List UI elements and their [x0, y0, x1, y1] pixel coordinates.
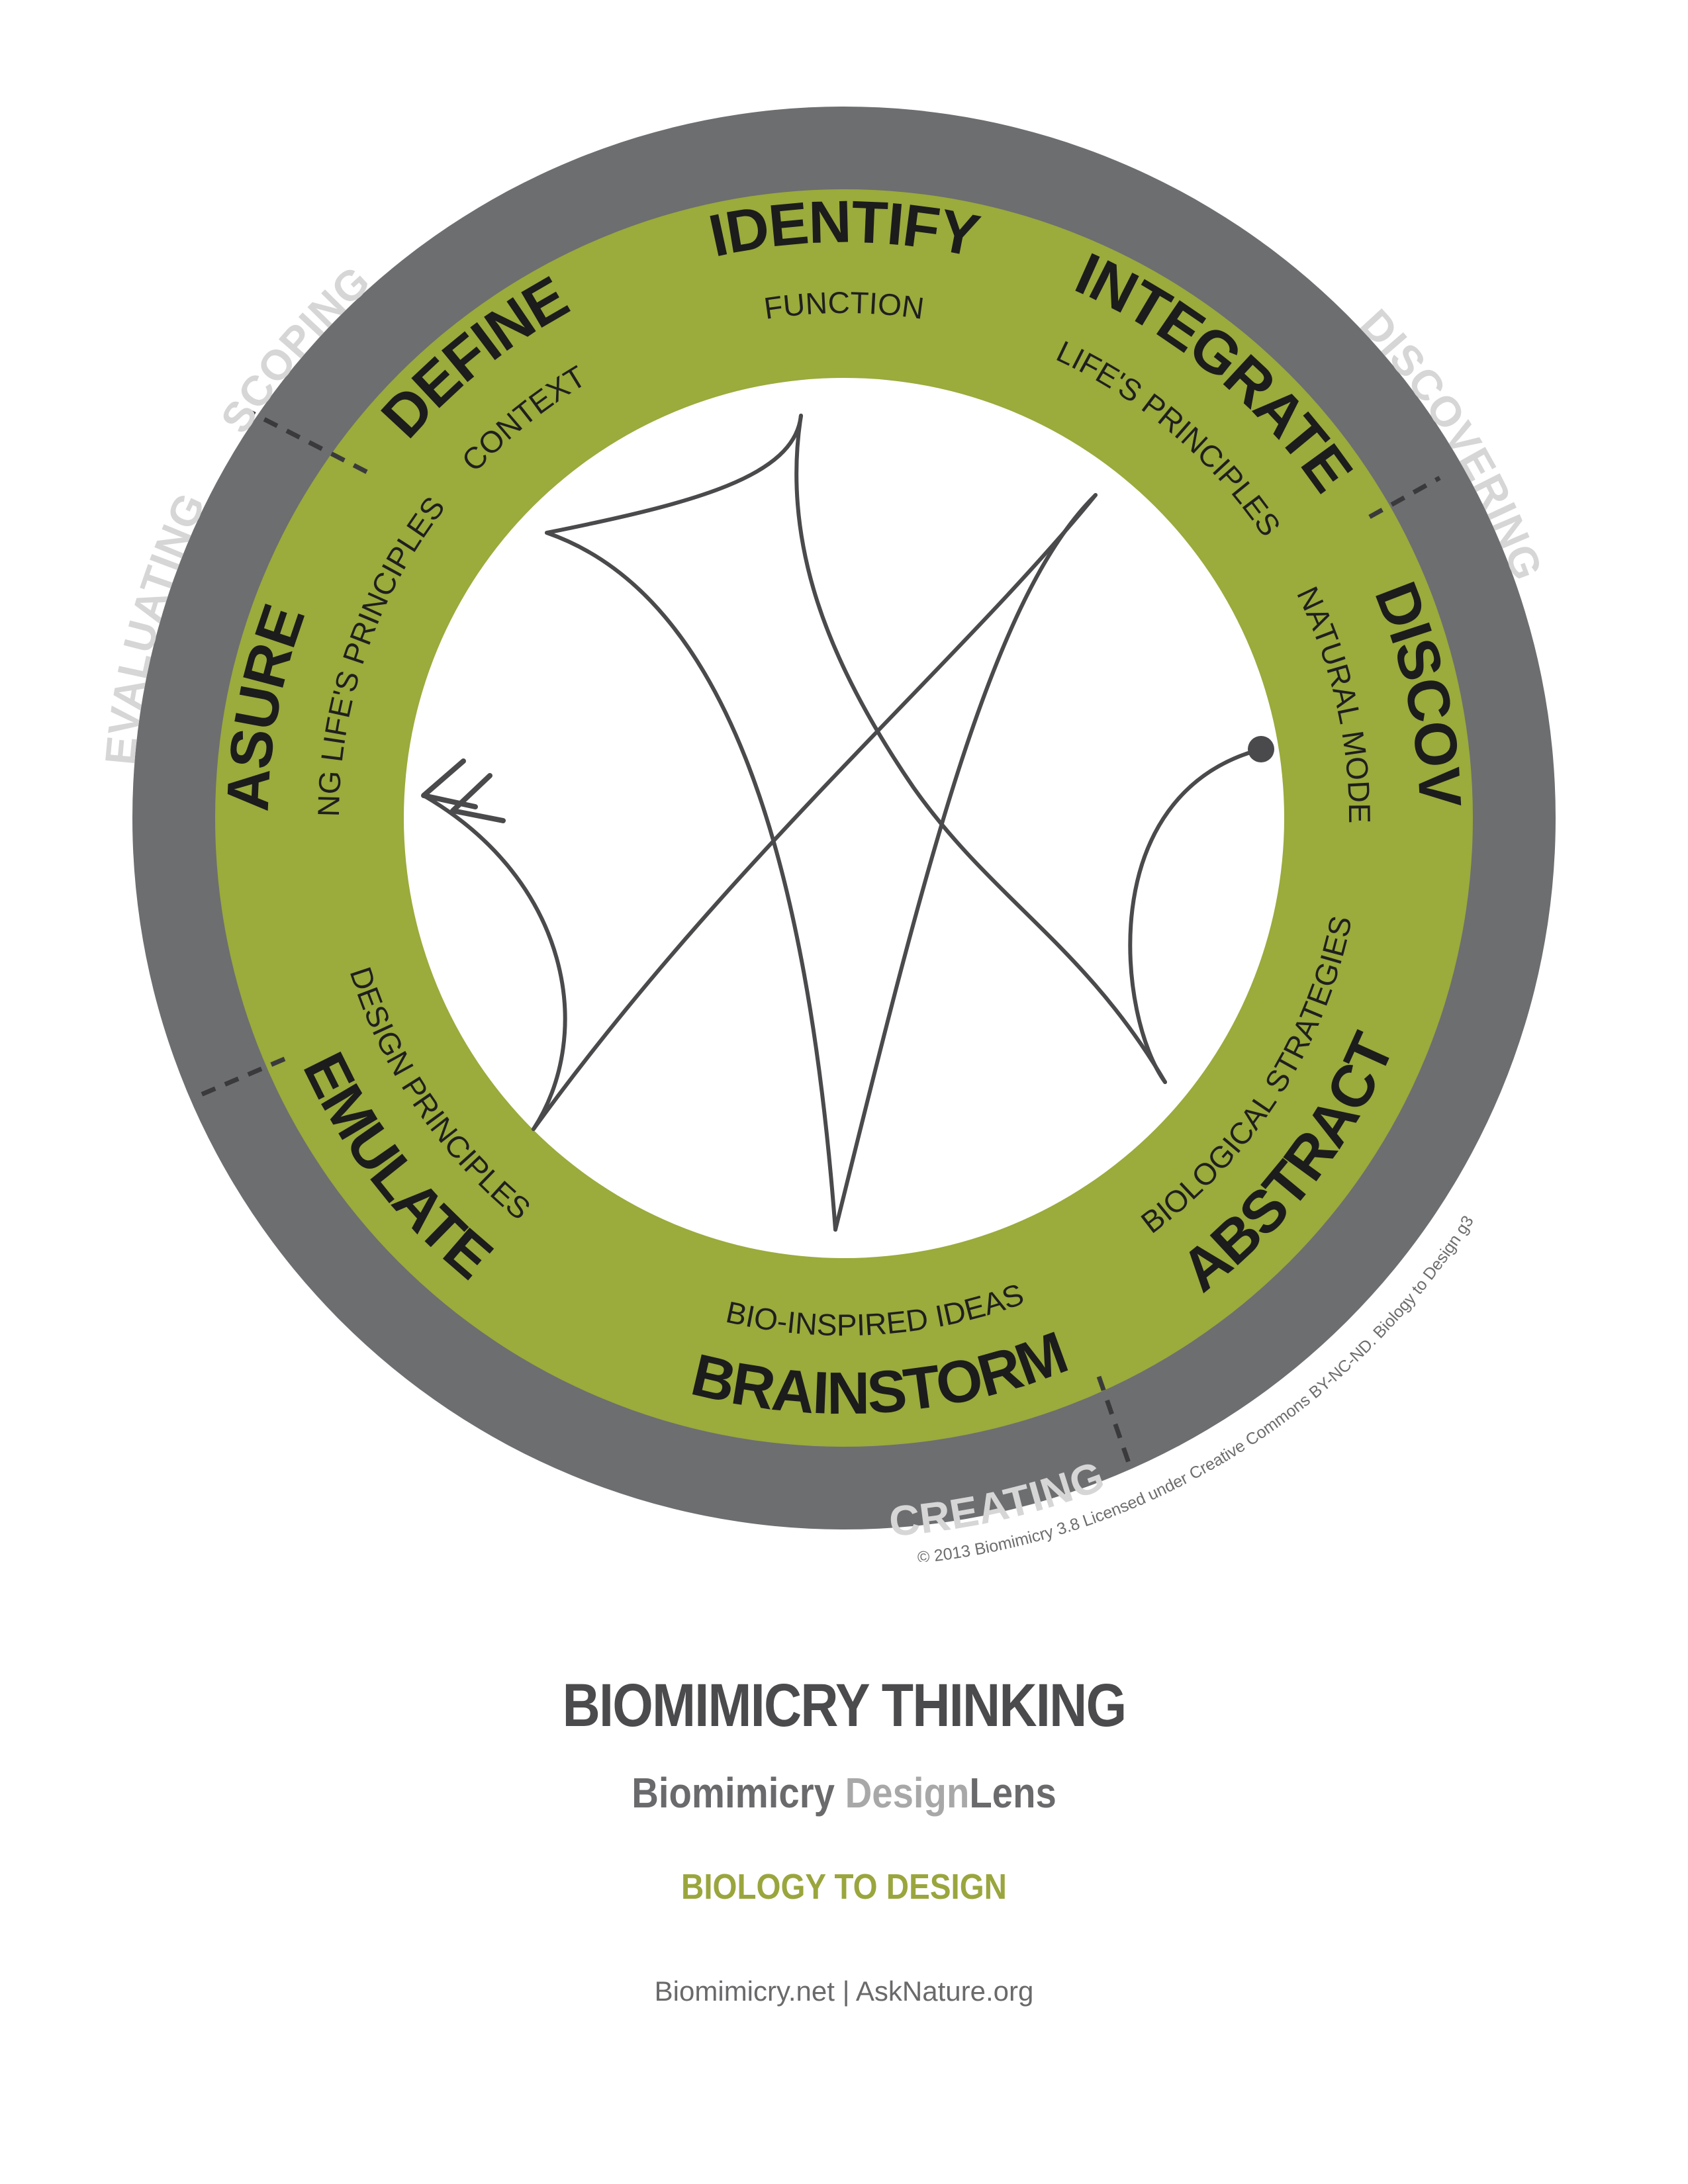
divider-evaluating-scoping: [247, 408, 368, 475]
phase-identify-subtitle: FUNCTION: [762, 285, 926, 326]
divider-creating-evaluating: [192, 1056, 286, 1101]
path-integrate-to-emulate: [532, 493, 1098, 1131]
biomimicry-thinking-diagram: SCOPING DISCOVERING EVALUATING CREATING …: [0, 0, 1556, 1562]
divider-scoping-discovering: [1368, 475, 1441, 520]
path-identify-to-integrate: [794, 414, 1167, 1084]
path-discover-to-abstract: [1128, 747, 1263, 1084]
subtitle-design: Design: [845, 1769, 970, 1817]
divider-discovering-creating: [1096, 1375, 1131, 1464]
subtitle-lens: Lens: [969, 1769, 1056, 1817]
path-define-to-brainstorm: [545, 531, 837, 1232]
path-define-to-identify: [545, 414, 803, 535]
start-dot: [1248, 736, 1274, 762]
subtitle-biomimicry: Biomimicry: [632, 1769, 845, 1817]
path-integrate-to-brainstorm: [833, 493, 1098, 1232]
footer-links: Biomimicry.net | AskNature.org: [654, 1976, 1034, 2007]
path-emulate-to-measure: [422, 794, 567, 1131]
subtitle: Biomimicry DesignLens: [101, 1768, 1587, 1817]
arrowhead-icon: [421, 758, 506, 823]
page-title: BIOMIMICRY THINKING: [562, 1672, 1127, 1739]
section-heading: BIOLOGY TO DESIGN: [680, 1867, 1008, 1907]
inner-circle: [404, 378, 1284, 1258]
svg-text:FUNCTION: FUNCTION: [762, 285, 926, 326]
